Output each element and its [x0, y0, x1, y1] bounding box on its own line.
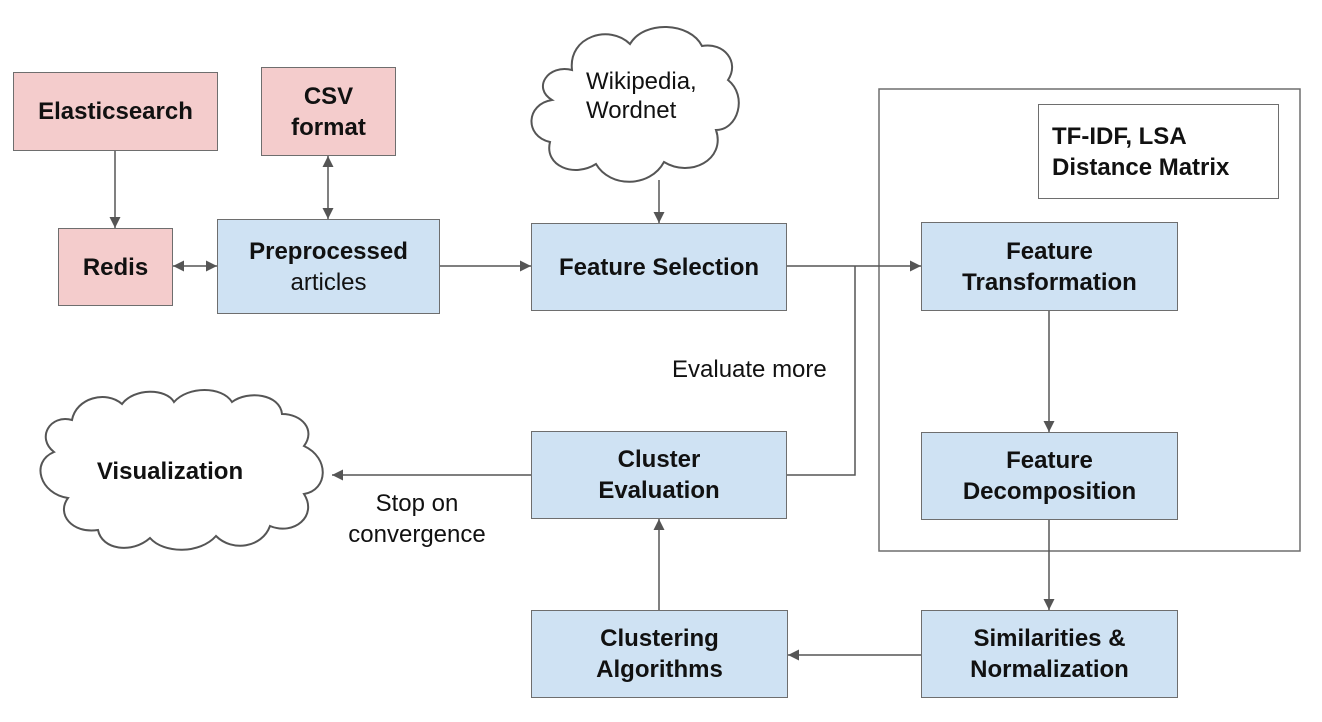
redis-node: Redis	[58, 228, 173, 306]
feature-selection-node: Feature Selection	[531, 223, 787, 311]
wiki-label-line1: Wikipedia,	[586, 68, 697, 95]
wiki-label-line2: Wordnet	[586, 97, 677, 124]
wiki-cloud-shape	[530, 26, 740, 183]
visualization-label: Visualization	[96, 458, 244, 485]
elasticsearch-label: Elasticsearch	[38, 98, 193, 125]
stop-label-line1: Stop on	[375, 490, 459, 517]
tfidf-lsa-node: TF-IDF, LSA Distance Matrix	[1038, 104, 1279, 199]
feature-engineering-group	[878, 88, 1301, 552]
clustering-algorithms-node: Clustering Algorithms	[531, 610, 788, 698]
cluster-evaluation-line2: Evaluation	[598, 477, 720, 504]
similarities-line1: Similarities &	[973, 625, 1126, 652]
clustering-line1: Clustering	[600, 625, 719, 652]
feature-transformation-line2: Transformation	[962, 268, 1137, 296]
cluster-evaluation-line1: Cluster	[617, 446, 701, 473]
feature-decomposition-line2: Decomposition	[962, 478, 1137, 505]
similarities-line2: Normalization	[970, 656, 1129, 683]
redis-label: Redis	[82, 253, 149, 281]
preprocessed-label-line2: articles	[290, 268, 367, 296]
stop-label-line2: convergence	[348, 521, 486, 548]
visualization-cloud-shape	[39, 389, 324, 551]
tfidf-label-line1: TF-IDF, LSA	[1052, 122, 1187, 150]
elasticsearch-node: Elasticsearch	[13, 72, 218, 151]
evaluate-more-label: Evaluate more	[672, 356, 827, 383]
stop-on-convergence-label: Stop on convergence	[339, 488, 495, 550]
cluster-evaluation-node: Cluster Evaluation	[531, 431, 787, 519]
feature-transformation-line1: Feature	[1006, 237, 1093, 265]
preprocessed-label-line1: Preprocessed	[249, 237, 408, 265]
clustering-line2: Algorithms	[596, 656, 723, 683]
edge-evaluation-loop	[787, 266, 856, 476]
tfidf-label-line2: Distance Matrix	[1052, 153, 1230, 181]
feature-decomposition-line1: Feature	[1006, 447, 1093, 474]
csv-label-line1: CSV	[303, 82, 354, 110]
feature-decomposition-node: Feature Decomposition	[921, 432, 1178, 520]
csv-label-line2: format	[291, 113, 366, 141]
similarities-normalization-node: Similarities & Normalization	[921, 610, 1178, 698]
wiki-cloud-text: Wikipedia, Wordnet	[586, 67, 697, 125]
feature-transformation-node: Feature Transformation	[921, 222, 1178, 311]
csv-format-node: CSV format	[261, 67, 396, 156]
feature-selection-label: Feature Selection	[558, 253, 760, 281]
preprocessed-articles-node: Preprocessed articles	[217, 219, 440, 314]
